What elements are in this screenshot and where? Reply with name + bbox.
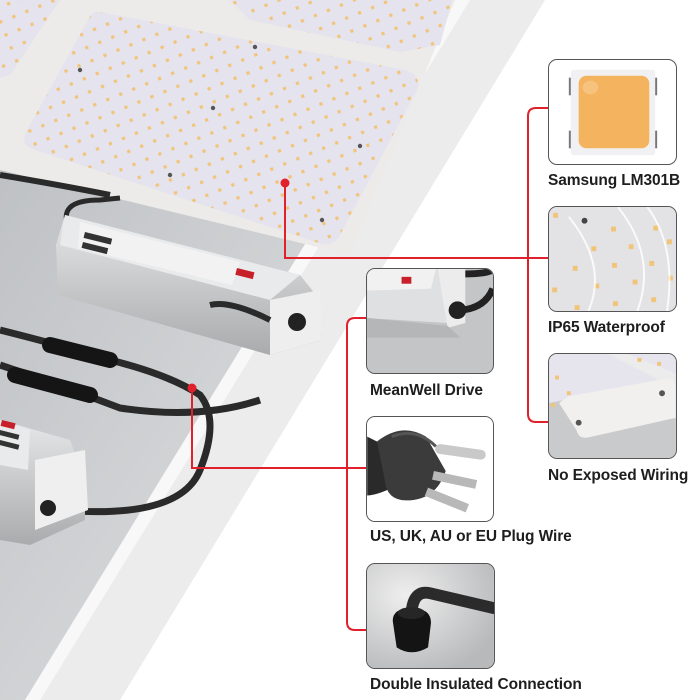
feature-label-driver: MeanWell Drive [370,382,483,399]
waterproof-board-icon [549,207,676,311]
feature-label-wiring: No Exposed Wiring [548,467,689,484]
cable-gland-icon [367,564,494,668]
feature-card-led [548,59,677,165]
feature-label-plug: US, UK, AU or EU Plug Wire [370,528,572,545]
feature-label-connection: Double Insulated Connection [370,676,582,693]
driver-box-icon [367,269,493,373]
cover-plate-icon [549,354,676,458]
feature-card-connection [366,563,495,669]
feature-card-driver [366,268,494,374]
led-chip-icon [568,69,658,156]
feature-label-led: Samsung LM301B [548,172,681,189]
power-plug-icon [367,417,493,521]
feature-label-waterproof: IP65 Waterproof [548,319,665,336]
feature-card-waterproof [548,206,677,312]
feature-card-wiring [548,353,677,459]
feature-card-plug [366,416,494,522]
